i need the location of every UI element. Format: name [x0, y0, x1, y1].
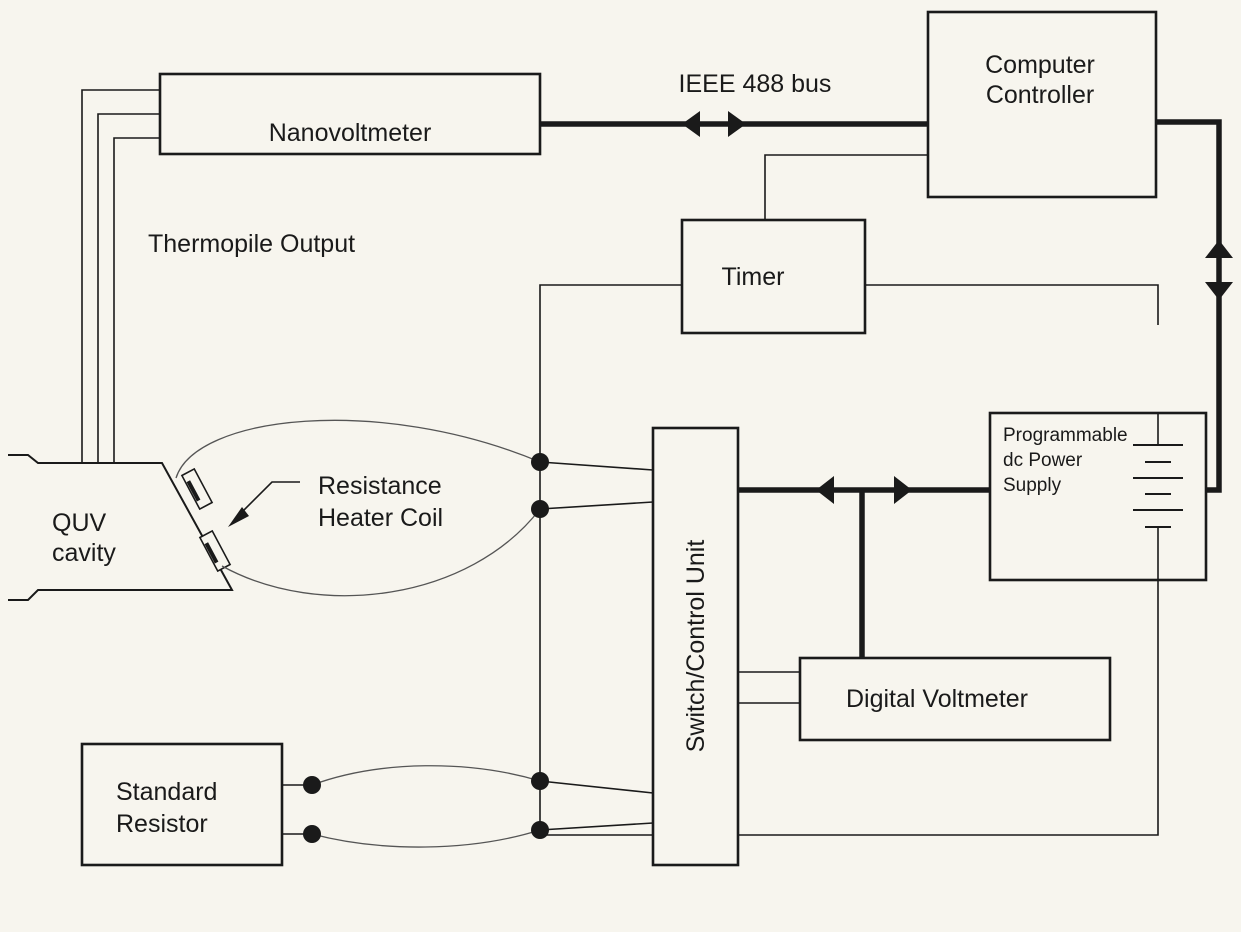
heater-element-upper — [180, 467, 214, 511]
computer-label-line1: Computer — [985, 51, 1095, 79]
switch-label: Switch/Control Unit — [682, 540, 710, 753]
computer-label-line2: Controller — [986, 81, 1094, 109]
power-label-line1: Programmable — [1003, 425, 1128, 446]
control-wires — [539, 154, 1159, 836]
heater-lead-bottom — [221, 508, 541, 597]
vertical-bus-arrow-up — [1205, 240, 1233, 258]
terminal-dot — [303, 776, 321, 794]
heater-pointer-arrow — [228, 481, 300, 527]
thermopile-leads — [81, 89, 160, 462]
heater-element-lower — [198, 529, 232, 573]
bus-arrow-right — [728, 111, 746, 137]
cavity-label-line1: QUV — [52, 509, 107, 537]
std-resistor-label-line2: Resistor — [116, 810, 208, 838]
switch-bus-arrow-left — [816, 476, 834, 504]
ieee-488-bus — [540, 111, 928, 137]
bus-label: IEEE 488 bus — [679, 70, 832, 98]
switch-control-unit-box — [651, 426, 740, 867]
nanovoltmeter-label: Nanovoltmeter — [269, 119, 432, 147]
terminal-dot — [531, 453, 549, 471]
terminal-dot — [531, 821, 549, 839]
dvm-label: Digital Voltmeter — [846, 685, 1028, 713]
standard-resistor-box — [80, 742, 284, 867]
terminal-dot — [531, 500, 549, 518]
power-label-line2: dc Power — [1003, 450, 1083, 471]
bus-arrow-left — [682, 111, 700, 137]
vertical-bus-arrow-down — [1205, 282, 1233, 300]
heater-label-line2: Heater Coil — [318, 504, 443, 532]
terminal-dot — [303, 825, 321, 843]
controller-power-bus — [1156, 119, 1233, 493]
heater-label-line1: Resistance — [318, 472, 442, 500]
timer-box — [680, 218, 867, 335]
switch-power-bus — [738, 476, 990, 658]
power-label-line3: Supply — [1003, 475, 1062, 496]
cavity-label-line2: cavity — [52, 539, 116, 567]
battery-icon — [1133, 413, 1183, 580]
terminal-dot — [531, 772, 549, 790]
timer-label: Timer — [722, 263, 785, 291]
std-resistor-label-line1: Standard — [116, 778, 217, 806]
computer-controller-box — [926, 10, 1158, 199]
heater-lead-top — [175, 419, 541, 479]
thermopile-label: Thermopile Output — [148, 230, 355, 258]
digital-voltmeter-box — [798, 656, 1112, 742]
switch-bus-arrow-right — [894, 476, 912, 504]
nanovoltmeter-box — [158, 72, 542, 156]
power-supply-box — [988, 411, 1208, 582]
quv-cavity — [8, 454, 234, 601]
